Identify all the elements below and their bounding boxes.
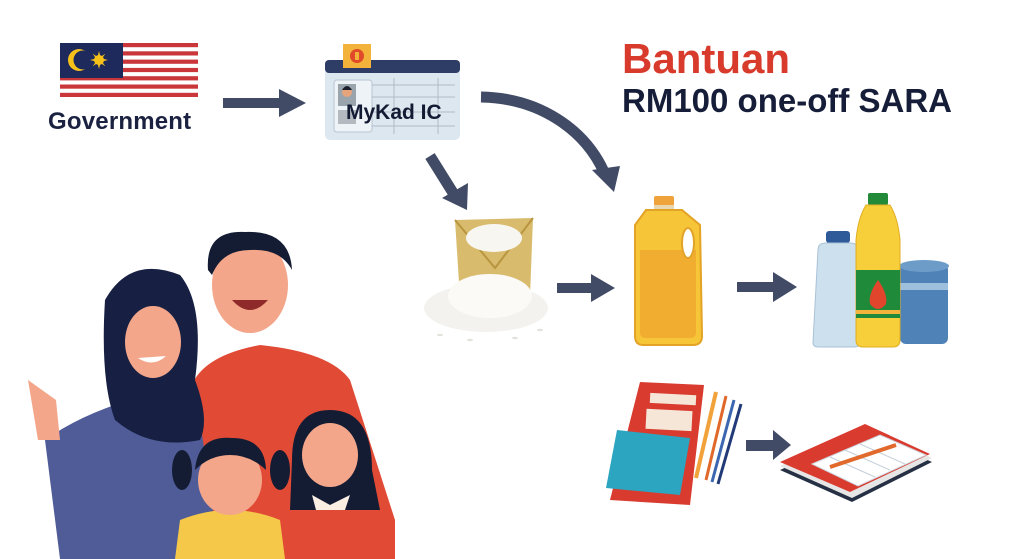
arrow-right-icon: [223, 89, 306, 117]
id-card-icon: [325, 44, 460, 140]
arrow-right-icon: [746, 430, 791, 460]
mykad-label: MyKad IC: [346, 101, 442, 124]
family-illustration: [28, 231, 395, 559]
title-sara: RM100 one-off SARA: [622, 82, 953, 119]
rice-sack-icon: [424, 217, 548, 342]
curved-arrow-icon: [480, 91, 620, 192]
title-bantuan: Bantuan: [622, 35, 790, 82]
arrow-right-icon: [737, 272, 797, 302]
arrow-down-right-icon: [425, 153, 468, 210]
books-and-pencils-icon: [606, 382, 743, 505]
malaysia-flag-icon: [60, 43, 198, 101]
oil-jug-icon: [634, 196, 704, 346]
arrow-right-icon: [557, 274, 615, 302]
bottles-and-can-icon: [812, 193, 949, 348]
notebook-with-pencil-icon: [780, 424, 932, 502]
government-label: Government: [48, 108, 192, 135]
